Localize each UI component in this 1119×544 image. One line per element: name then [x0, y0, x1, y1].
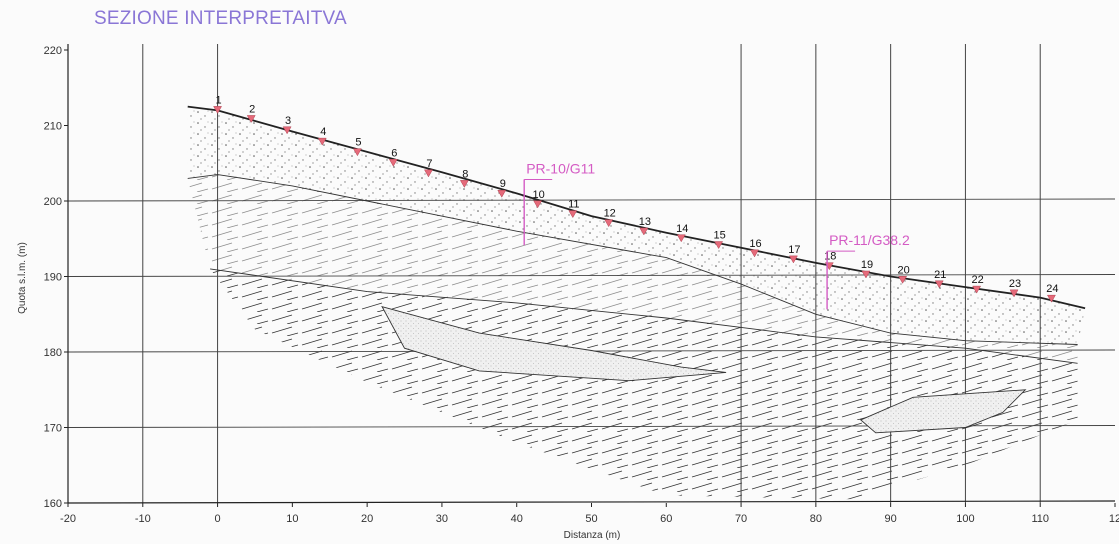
contact-line-upper — [187, 174, 1078, 345]
survey-point-label: 24 — [1046, 283, 1058, 295]
survey-point-label: 8 — [462, 168, 468, 180]
survey-point-marker — [568, 210, 578, 219]
x-tick-label: 30 — [436, 513, 448, 525]
y-tick-label: 180 — [44, 347, 62, 359]
y-tick-label: 160 — [44, 498, 62, 510]
survey-point-label: 23 — [1009, 278, 1021, 290]
borehole-label: PR-10/G11 — [526, 160, 595, 176]
survey-point-label: 11 — [568, 199, 579, 211]
survey-point-label: 3 — [285, 115, 291, 127]
borehole-label: PR-11/G38.2 — [829, 232, 910, 248]
survey-point-marker — [898, 276, 908, 284]
survey-point-label: 19 — [861, 259, 873, 271]
x-tick-label: 0 — [215, 513, 221, 525]
x-tick-label: 20 — [361, 513, 373, 525]
sand-lens-1 — [381, 305, 727, 382]
x-tick-label: -20 — [60, 513, 76, 525]
y-tick-label: 170 — [44, 423, 62, 435]
section-title: SEZIONE INTERPRETAITVA — [94, 8, 347, 29]
survey-point-label: 16 — [749, 238, 761, 250]
y-tick-label: 210 — [44, 121, 62, 133]
horizontal-gridline — [67, 274, 1116, 277]
survey-point-label: 10 — [533, 189, 545, 201]
ground-surface-line — [187, 105, 1086, 310]
y-tick-label: 220 — [44, 45, 62, 57]
contact-line-lower — [210, 268, 1078, 364]
x-axis-line — [67, 500, 1116, 504]
survey-point-label: 21 — [934, 269, 946, 281]
survey-point-marker — [750, 249, 759, 258]
horizontal-gridline — [67, 198, 1116, 202]
x-tick-label: 12 — [1109, 513, 1119, 525]
survey-point-marker — [497, 189, 507, 198]
x-tick-label: 60 — [660, 513, 672, 525]
survey-point-marker — [213, 106, 223, 114]
x-tick-label: 10 — [286, 513, 298, 525]
layer-upper-fill — [187, 106, 1086, 345]
survey-point-marker — [639, 227, 649, 236]
survey-point-marker — [388, 159, 398, 167]
survey-point-marker — [459, 180, 469, 188]
survey-point-marker — [676, 234, 686, 243]
survey-point-label: 12 — [604, 208, 616, 220]
survey-point-marker — [352, 148, 362, 157]
survey-point-label: 4 — [320, 126, 326, 138]
y-axis-label: Quota s.l.m. (m) — [17, 242, 28, 314]
survey-point-label: 13 — [639, 216, 651, 228]
layer-middle-fill — [187, 174, 1078, 364]
survey-point-label: 22 — [972, 274, 984, 286]
survey-point-marker — [604, 219, 614, 228]
survey-point-label: 1 — [216, 94, 222, 106]
x-tick-label: -10 — [135, 513, 151, 525]
survey-point-marker — [934, 280, 944, 289]
survey-point-label: 6 — [391, 147, 397, 159]
x-tick-label: 50 — [585, 513, 597, 525]
x-tick-label: 90 — [885, 513, 897, 525]
survey-point-label: 14 — [676, 223, 688, 235]
survey-point-label: 15 — [714, 230, 726, 242]
survey-point-marker — [1009, 289, 1019, 298]
x-tick-label: 40 — [511, 513, 523, 525]
survey-point-label: 5 — [355, 137, 361, 149]
sand-lens-2 — [859, 389, 1027, 434]
x-tick-label: 80 — [810, 513, 822, 525]
survey-point-label: 7 — [426, 158, 432, 170]
survey-point-label: 2 — [249, 103, 255, 115]
survey-point-marker — [788, 255, 798, 264]
x-tick-label: 100 — [956, 513, 974, 525]
x-axis-label: Distanza (m) — [564, 530, 621, 541]
y-tick-label: 190 — [44, 272, 62, 284]
survey-point-marker — [424, 169, 433, 178]
survey-point-label: 20 — [897, 264, 909, 276]
survey-point-marker — [246, 115, 256, 123]
survey-point-marker — [282, 126, 292, 135]
survey-point-marker — [533, 200, 543, 209]
survey-point-label: 17 — [788, 244, 800, 256]
survey-point-marker — [972, 285, 982, 294]
survey-point-marker — [1047, 294, 1056, 303]
survey-point-label: 18 — [824, 251, 836, 263]
survey-point-marker — [861, 270, 871, 279]
x-tick-label: 70 — [735, 513, 747, 525]
survey-point-label: 9 — [500, 178, 506, 190]
y-tick-label: 200 — [44, 196, 62, 208]
survey-point-marker — [317, 137, 327, 146]
x-tick-label: 110 — [1031, 513, 1049, 525]
survey-point-marker — [714, 241, 724, 250]
